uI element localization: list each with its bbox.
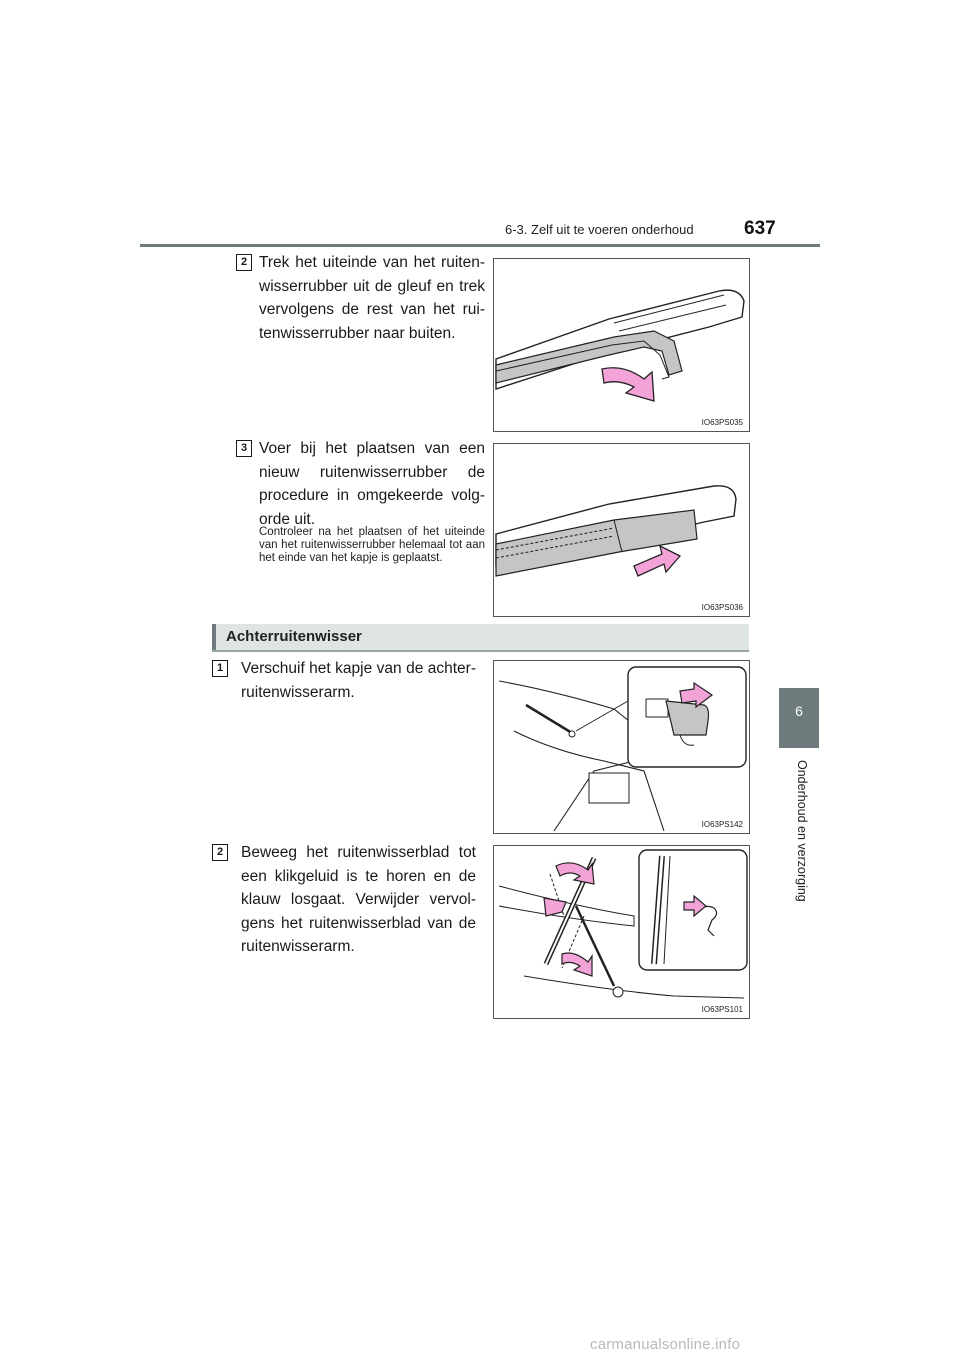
page-number: 637 <box>744 218 776 239</box>
rear-wiper-cap-illustration <box>498 666 747 832</box>
figure-wiper-rubber-removal: IO63PS035 <box>493 258 750 432</box>
step-number: 1 <box>212 660 228 677</box>
header-section-title: 6-3. Zelf uit te voeren onderhoud <box>505 222 694 237</box>
section-title: Achterruitenwisser <box>226 628 362 645</box>
section-heading: Achterruitenwisser <box>212 624 749 650</box>
step-text: Voer bij het plaatsen van een nieuw ruit… <box>259 440 485 528</box>
figure-code: IO63PS036 <box>701 603 743 612</box>
figure-rear-wiper-blade-removal: IO63PS101 <box>493 845 750 1019</box>
watermark: carmanualsonline.info <box>590 1336 741 1353</box>
step-number: 3 <box>236 440 252 457</box>
chapter-tab: 6 <box>779 688 819 748</box>
figure-rear-wiper-cap: IO63PS142 <box>493 660 750 834</box>
step-text: Verschuif het kapje van de achter-ruiten… <box>241 660 476 701</box>
step-number: 2 <box>212 844 228 861</box>
chapter-label-text: Onderhoud en verzorging <box>795 760 809 902</box>
rear-wiper-blade-removal-illustration <box>498 849 748 999</box>
figure-code: IO63PS142 <box>701 820 743 829</box>
chapter-label: Onderhoud en verzorging <box>784 760 814 1010</box>
wiper-rubber-removal-illustration <box>495 289 745 402</box>
step-text: Beweeg het ruitenwisserblad tot een klik… <box>241 844 476 955</box>
header-divider <box>140 244 820 247</box>
wiper-rubber-install-illustration <box>495 485 737 577</box>
figure-code: IO63PS101 <box>701 1005 743 1014</box>
step-note: Controleer na het plaatsen of het uitein… <box>259 526 485 564</box>
step-number: 2 <box>236 254 252 271</box>
step-text: Trek het uiteinde van het ruiten-wisserr… <box>259 254 485 342</box>
figure-wiper-rubber-install: IO63PS036 <box>493 443 750 617</box>
figure-code: IO63PS035 <box>701 418 743 427</box>
section-divider <box>212 650 749 652</box>
